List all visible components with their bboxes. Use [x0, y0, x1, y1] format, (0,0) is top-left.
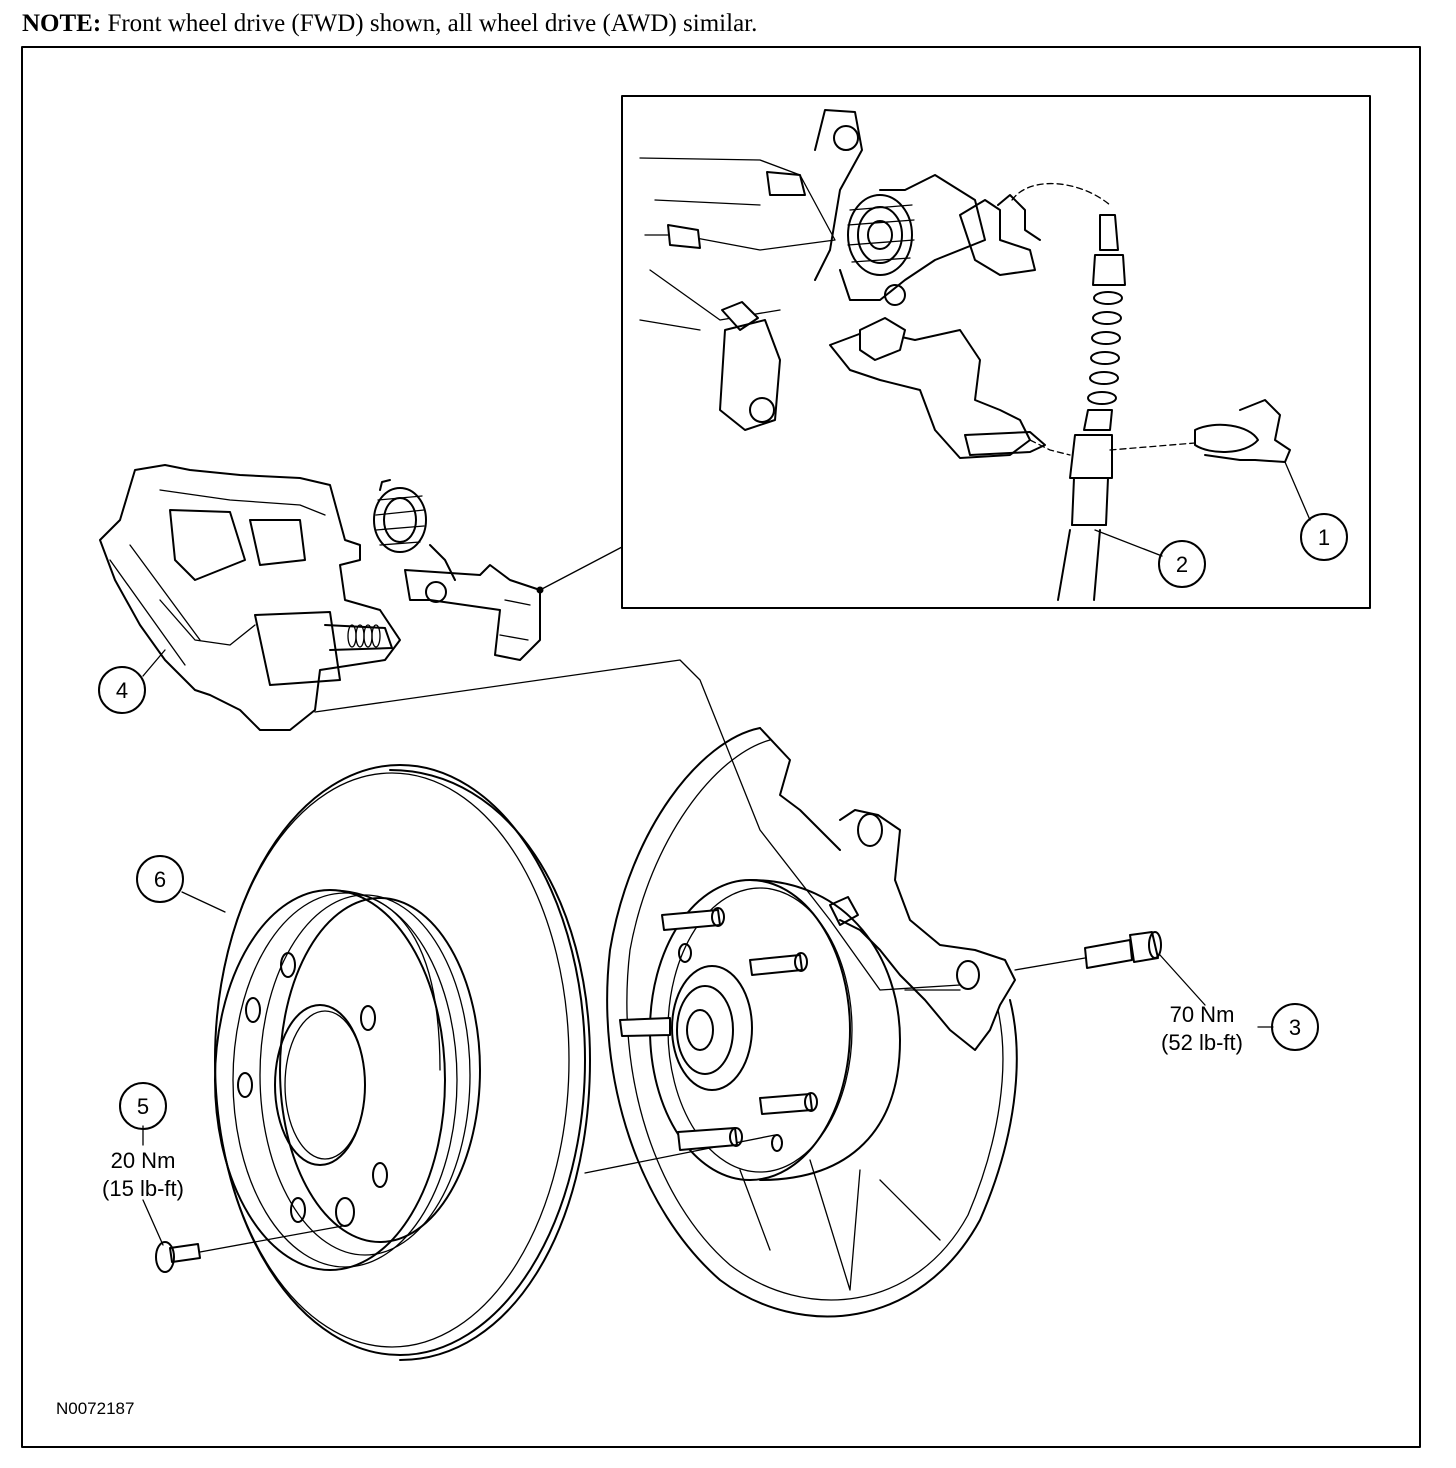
outer-frame: [21, 46, 1421, 1448]
bolt-5-drawing: [155, 1224, 349, 1273]
callout-2-number: 2: [1176, 552, 1188, 577]
hub-knuckle-drawing: [606, 727, 1018, 1318]
torque-3-lbft: (52 lb-ft): [1161, 1030, 1243, 1055]
callout-5: 5: [119, 1082, 167, 1130]
inset-bracket-drawing: [639, 109, 1291, 601]
note-text: Front wheel drive (FWD) shown, all wheel…: [107, 10, 758, 37]
callout-4: 4: [98, 666, 146, 714]
reference-code: N0072187: [56, 1399, 134, 1418]
callout-5-number: 5: [137, 1094, 149, 1119]
rotor-drawing: [214, 764, 591, 1361]
note-line: NOTE: Front wheel drive (FWD) shown, all…: [22, 10, 757, 38]
inset-leader-line: [539, 546, 623, 591]
caliper-assembly-drawing: [99, 464, 541, 731]
callout-3: 3: [1271, 1003, 1319, 1051]
callout-3-number: 3: [1289, 1015, 1301, 1040]
note-label: NOTE:: [22, 10, 102, 37]
callout-3-leader: [1159, 954, 1206, 1006]
callout-1-leader: [1284, 461, 1311, 521]
callout-6-number: 6: [154, 867, 166, 892]
caliper-guide-line: [314, 659, 961, 991]
callout-1: 1: [1300, 513, 1348, 561]
bolt-3-drawing: [1014, 931, 1162, 971]
callout-4-number: 4: [116, 678, 128, 703]
callout-2-leader: [1094, 529, 1163, 557]
callout-5-torque-leader: [142, 1199, 164, 1246]
callout-6: 6: [136, 855, 184, 903]
torque-5-lbft: (15 lb-ft): [102, 1176, 184, 1201]
torque-5-nm: 20 Nm: [111, 1148, 176, 1173]
callout-4-leader: [142, 649, 166, 677]
callout-2: 2: [1158, 540, 1206, 588]
rotor-hub-guide-line: [584, 1134, 776, 1174]
inset-frame: [621, 95, 1371, 609]
torque-3-nm: 70 Nm: [1170, 1002, 1235, 1027]
callout-6-leader: [181, 891, 226, 913]
callout-1-number: 1: [1318, 525, 1330, 550]
